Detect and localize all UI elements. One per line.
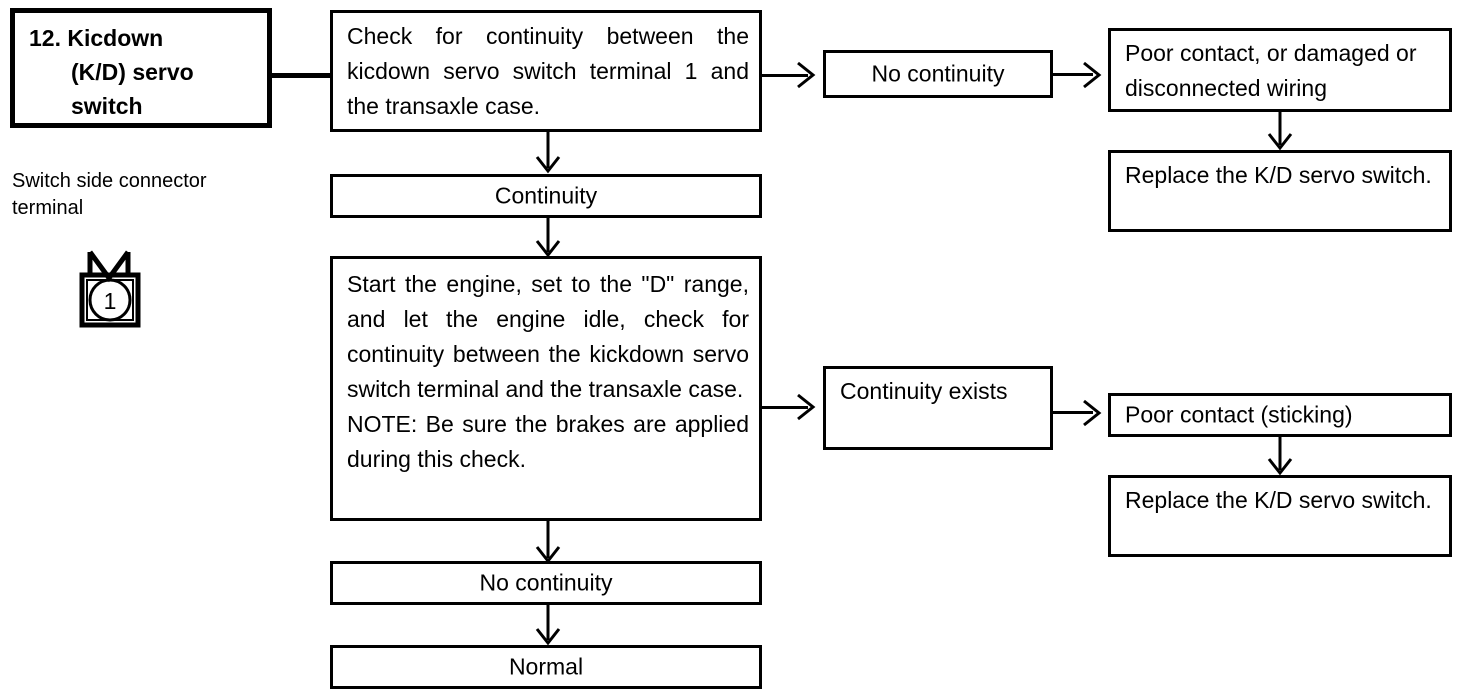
terminal-number: 1 bbox=[104, 288, 117, 314]
step1-text-wrap: Check for continuity between the kicdown… bbox=[347, 19, 749, 124]
title-line-2: (K/D) servo bbox=[71, 59, 194, 85]
branch1-to-cause1-line bbox=[1053, 73, 1093, 76]
normal-text-wrap: Normal bbox=[333, 650, 759, 685]
cause1-text-wrap: Poor contact, or damaged or disconnected… bbox=[1125, 36, 1439, 106]
cause1-text: Poor contact, or damaged or disconnected… bbox=[1125, 40, 1423, 101]
title-line-3: switch bbox=[71, 93, 143, 119]
connector-terminal-svg: 1 bbox=[79, 250, 141, 328]
branch2-to-cause2-line bbox=[1053, 411, 1093, 414]
arrow-to-cause2 bbox=[1083, 399, 1102, 427]
normal-text: Normal bbox=[508, 653, 584, 680]
arrow-step1-to-continuity bbox=[535, 132, 561, 174]
arrow-step2-to-nocontinuity bbox=[535, 521, 561, 564]
title-line-1: 12. Kicdown bbox=[29, 25, 164, 51]
connector-terminal-icon: 1 bbox=[74, 248, 146, 328]
action2-text: Replace the K/D servo switch. bbox=[1125, 487, 1432, 513]
cause-poor-contact-sticking-box: Poor contact (sticking) bbox=[1108, 393, 1452, 437]
arrow-cause1-to-action1 bbox=[1267, 112, 1293, 151]
cause2-text-wrap: Poor contact (sticking) bbox=[1125, 398, 1439, 433]
arrow-nocontinuity-to-normal bbox=[535, 605, 561, 646]
arrow-to-cause1 bbox=[1083, 61, 1102, 89]
step2-text: Start the engine, set to the "D" range, … bbox=[347, 271, 749, 472]
continuity-result-box: Continuity bbox=[330, 174, 762, 218]
action2-text-wrap: Replace the K/D servo switch. bbox=[1125, 483, 1439, 518]
arrow-continuity-to-step2 bbox=[535, 218, 561, 258]
switch-side-connector-terminal-label: Switch side connector terminal bbox=[12, 170, 207, 219]
arrow-to-continuity-exists-branch bbox=[797, 393, 816, 421]
no-continuity-text: No continuity bbox=[479, 569, 613, 596]
step2-text-wrap: Start the engine, set to the "D" range, … bbox=[347, 267, 749, 477]
continuity-text: Continuity bbox=[494, 182, 598, 209]
branch-no-continuity-box: No continuity bbox=[823, 50, 1053, 98]
branch2-text-wrap: Continuity exists bbox=[840, 374, 1040, 409]
title-text: 12. Kicdown (K/D) servo switch bbox=[29, 21, 194, 123]
no-continuity-text-wrap: No continuity bbox=[333, 566, 759, 601]
action1-text: Replace the K/D servo switch. bbox=[1125, 162, 1432, 188]
action1-text-wrap: Replace the K/D servo switch. bbox=[1125, 158, 1439, 193]
cause2-text: Poor contact (sticking) bbox=[1125, 401, 1353, 428]
action-replace-switch-box-2: Replace the K/D servo switch. bbox=[1108, 475, 1452, 557]
cause-poor-contact-wiring-box: Poor contact, or damaged or disconnected… bbox=[1108, 28, 1452, 112]
step2-box: Start the engine, set to the "D" range, … bbox=[330, 256, 762, 521]
step1-text: Check for continuity between the kicdown… bbox=[347, 23, 756, 119]
step2-to-branch2-line bbox=[762, 406, 808, 409]
arrow-cause2-to-action2 bbox=[1267, 437, 1293, 476]
normal-result-box: Normal bbox=[330, 645, 762, 689]
arrow-to-no-continuity-branch bbox=[797, 61, 816, 89]
branch1-text-wrap: No continuity bbox=[826, 57, 1050, 92]
action-replace-switch-box-1: Replace the K/D servo switch. bbox=[1108, 150, 1452, 232]
step1-to-branch1-line bbox=[762, 74, 808, 77]
branch1-text: No continuity bbox=[871, 60, 1005, 87]
step1-box: Check for continuity between the kicdown… bbox=[330, 10, 762, 132]
title-to-step1-connector bbox=[270, 73, 332, 78]
continuity-text-wrap: Continuity bbox=[333, 179, 759, 214]
title-box: 12. Kicdown (K/D) servo switch bbox=[10, 8, 272, 128]
branch-continuity-exists-box: Continuity exists bbox=[823, 366, 1053, 450]
branch2-text: Continuity exists bbox=[840, 378, 1008, 404]
no-continuity-result-box: No continuity bbox=[330, 561, 762, 605]
